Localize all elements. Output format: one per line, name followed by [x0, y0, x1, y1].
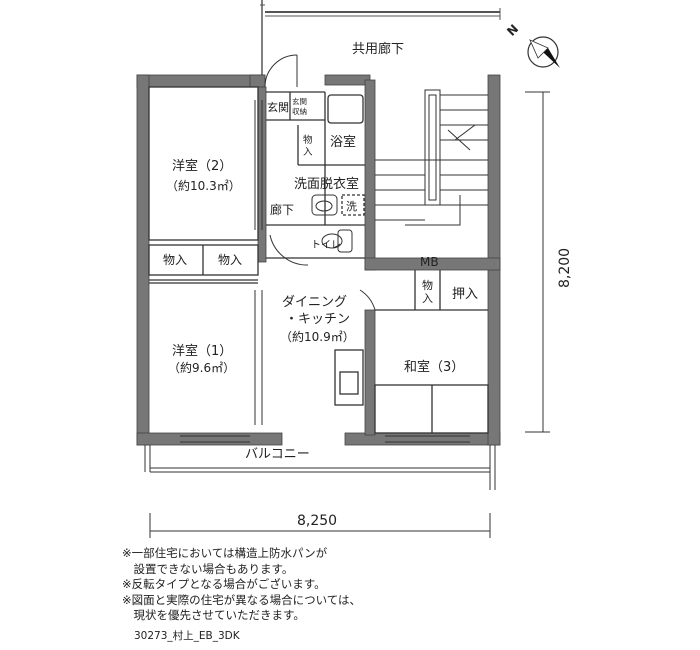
washbasin: [311, 194, 338, 216]
width-dimension-label: 8,250: [297, 513, 337, 529]
note-line: 現状を優先させていただきます。: [122, 608, 305, 622]
dimension-depth: [525, 91, 550, 433]
note-line: 設置できない場合もあります。: [122, 561, 294, 576]
mb-label: MB: [420, 255, 439, 269]
storage-small-label: 物: [303, 134, 313, 146]
entrance-storage-label: 玄関: [292, 96, 307, 106]
compass: [527, 36, 560, 68]
dining-kitchen-label-2: ・キッチン: [285, 312, 350, 327]
plan-code: 30273_村上_EB_3DK: [134, 630, 240, 642]
washroom-label: 洗面脱衣室: [294, 176, 359, 192]
dimension-width: [149, 513, 491, 538]
compass-north-label: N: [504, 22, 521, 39]
note-line: ※図面と実際の住宅が異なる場合については、: [122, 592, 362, 607]
closet-left-label: 物入: [163, 253, 187, 267]
common-corridor-label: 共用廊下: [352, 41, 404, 57]
swing-doors: [264, 54, 376, 311]
note-line: ※反転タイプとなる場合がございます。: [122, 577, 326, 591]
western-room-1-name: 洋室（1）: [172, 343, 232, 359]
balcony-railing: [144, 445, 496, 490]
toilet-fixture: [321, 229, 353, 253]
interior-partitions: [148, 86, 489, 434]
exterior-walls: [136, 74, 501, 446]
balcony-label: バルコニー: [245, 447, 310, 462]
storage-small-label-2: 入: [303, 147, 313, 158]
depth-dimension-label: 8,200: [557, 248, 573, 288]
stairwell: [375, 89, 488, 226]
western-room-2-area: （約10.3㎡）: [166, 178, 241, 193]
washer-label: 洗: [346, 200, 357, 213]
entrance-storage-label-2: 収納: [292, 106, 307, 116]
note-line: ※一部住宅においては構造上防水パンが: [122, 546, 328, 560]
dining-kitchen-area: （約10.9㎡）: [280, 329, 355, 344]
notes: ※一部住宅においては構造上防水パンが 設置できない場合もあります。 ※反転タイプ…: [122, 546, 361, 624]
oshiire-label: 押入: [452, 287, 478, 302]
dining-kitchen-label: ダイニング: [282, 295, 347, 310]
storage-wa-label-2: 入: [422, 292, 433, 305]
japanese-room-3-label: 和室（3）: [404, 359, 464, 375]
closet-right-label: 物入: [218, 253, 242, 267]
western-room-2-name: 洋室（2）: [172, 158, 232, 174]
western-room-1-area: （約9.6㎡）: [168, 360, 235, 375]
entrance-label: 玄関: [267, 100, 289, 114]
storage-wa-label: 物: [422, 278, 433, 292]
bath-label: 浴室: [330, 134, 356, 150]
sliding-doors: [180, 100, 470, 443]
common-corridor-railing: [260, 0, 501, 75]
hallway-label: 廊下: [270, 202, 294, 217]
toilet-label: トイレ: [311, 240, 341, 251]
